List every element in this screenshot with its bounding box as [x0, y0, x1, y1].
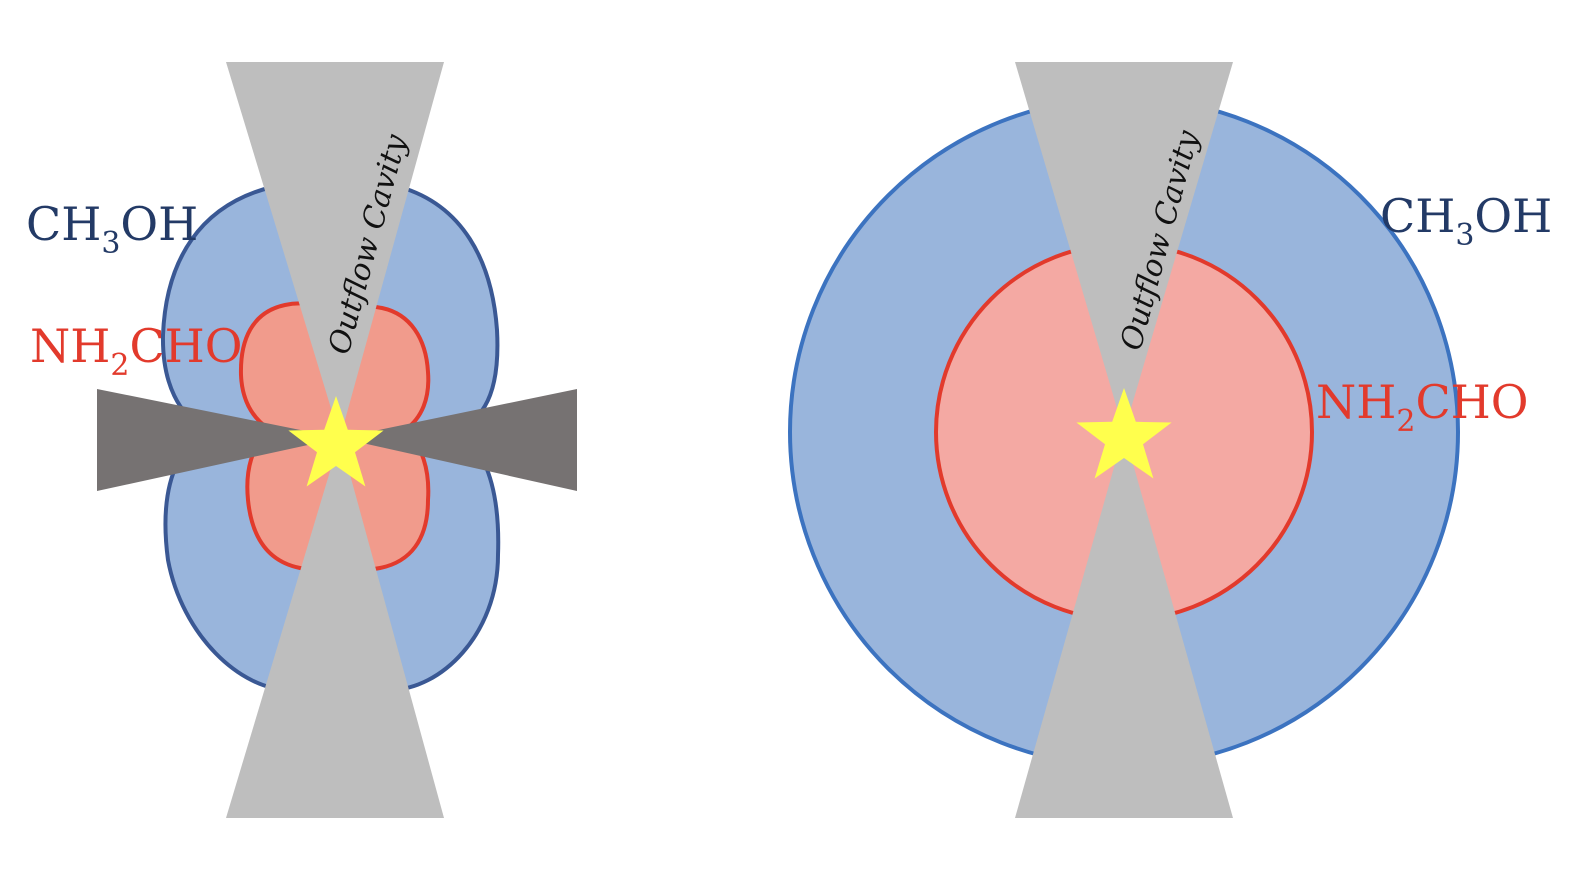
right-ch3oh-label: CH3OH [1380, 189, 1552, 253]
left-outflow-cavity-upper [226, 62, 444, 438]
right-nh2cho-label: NH2CHO [1316, 375, 1529, 439]
left-panel: Outflow Cavity CH3OH NH2CHO [26, 62, 577, 818]
right-outflow-cavity-upper [1015, 62, 1233, 432]
left-star-icon [288, 396, 384, 487]
left-nh2cho-label: NH2CHO [30, 319, 243, 383]
left-ch3oh-label: CH3OH [26, 197, 198, 261]
left-outflow-cavity-lower [226, 438, 444, 818]
right-outflow-cavity-lower [1015, 432, 1233, 818]
right-panel: Outflow Cavity CH3OH NH2CHO [788, 62, 1552, 818]
right-star-icon [1076, 388, 1172, 479]
left-disk [97, 389, 577, 491]
